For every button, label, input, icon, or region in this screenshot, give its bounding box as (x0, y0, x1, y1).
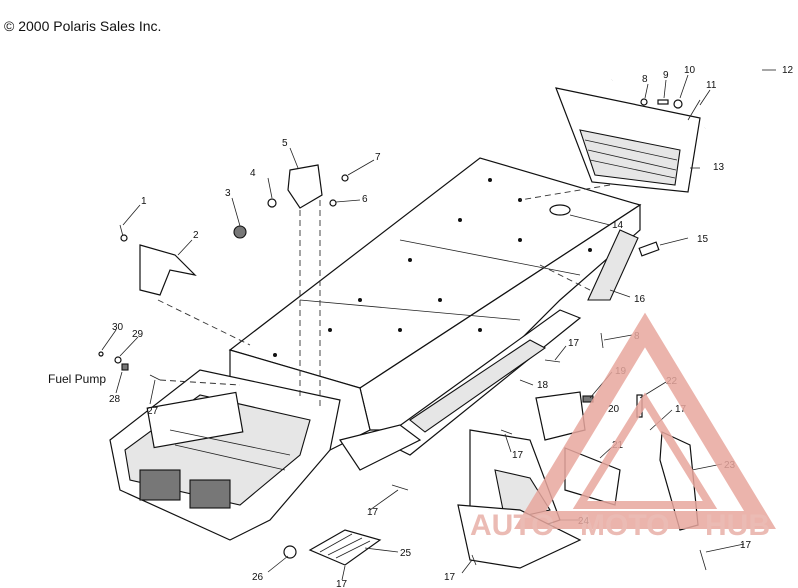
callout-25: 25 (400, 548, 412, 559)
callout-13: 13 (713, 162, 725, 173)
fuel-pump-label: Fuel Pump (48, 372, 106, 386)
callout-6: 6 (362, 194, 368, 205)
callout-27: 27 (147, 406, 159, 417)
callout-3: 3 (225, 188, 231, 199)
callout-12: 12 (782, 65, 794, 76)
callout-15: 15 (697, 234, 709, 245)
watermark-text-moto: MOTO (580, 509, 669, 542)
bracket-part (139, 244, 197, 296)
step-plate (308, 529, 382, 566)
callout-11: 11 (706, 80, 717, 91)
callout-4: 4 (250, 168, 256, 179)
callout-14: 14 (612, 220, 624, 231)
flap-hardware (640, 98, 701, 121)
bolt-part (119, 224, 128, 242)
callout-29: 29 (132, 329, 144, 340)
front-bulkhead (109, 369, 422, 541)
callout-8: 8 (642, 74, 648, 85)
callout-17e: 17 (336, 579, 348, 588)
callout-18: 18 (537, 380, 549, 391)
callout-17d: 17 (740, 540, 752, 551)
callout-1: 1 (141, 196, 147, 207)
callout-17b: 17 (675, 404, 687, 415)
callout-10: 10 (684, 65, 696, 76)
callout-26: 26 (252, 572, 264, 583)
watermark-logo: AUTO MOTO HUB (470, 312, 776, 542)
callout-2: 2 (193, 230, 199, 241)
callout-17a: 17 (568, 338, 580, 349)
callout-17c: 17 (512, 450, 524, 461)
callout-17f: 17 (444, 572, 456, 583)
watermark-text-hub: HUB (705, 509, 770, 542)
screw-parts (391, 332, 707, 571)
callout-9: 9 (663, 70, 669, 81)
callout-30: 30 (112, 322, 124, 333)
callout-17g: 17 (367, 507, 379, 518)
rear-grab-bar (611, 6, 779, 129)
callout-16: 16 (634, 294, 646, 305)
copyright-notice: © 2000 Polaris Sales Inc. (4, 18, 162, 34)
assembly-lines (157, 184, 611, 410)
side-brace (587, 229, 639, 301)
callout-20: 20 (608, 404, 620, 415)
callout-5: 5 (282, 138, 288, 149)
rear-flap (555, 87, 701, 193)
pad-part (638, 241, 660, 257)
callout-28: 28 (109, 394, 121, 405)
callout-7: 7 (375, 152, 381, 163)
watermark-text-auto: AUTO (470, 509, 554, 542)
plug-part (283, 545, 297, 559)
fuel-pump-hardware (98, 351, 161, 381)
